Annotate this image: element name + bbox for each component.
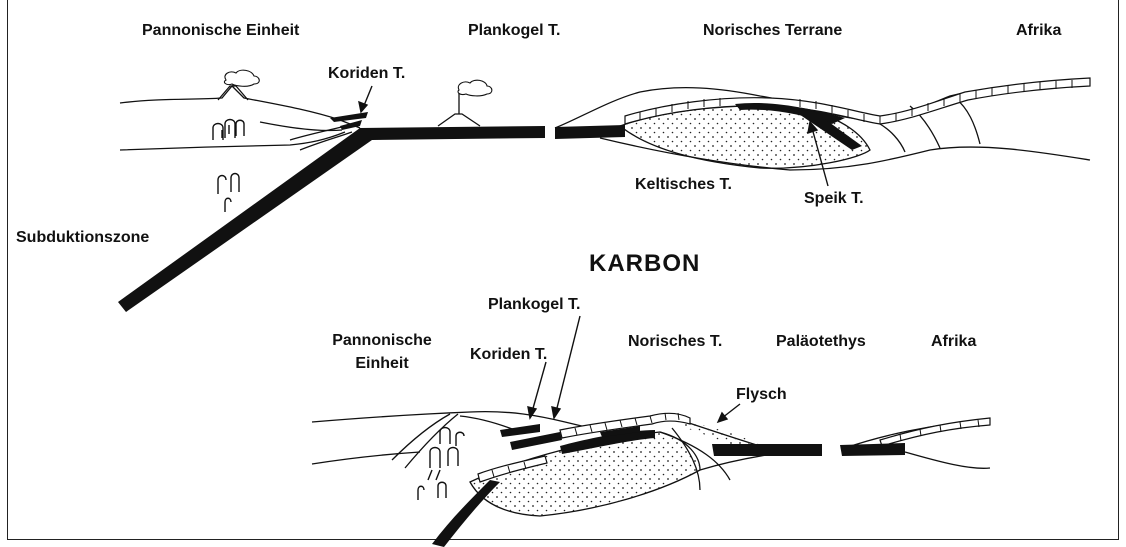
oceanic-plate-bottom-right <box>840 443 905 456</box>
afrika-base-bottom <box>905 452 990 468</box>
norisches-structure-line <box>955 98 980 144</box>
oceanic-plate-right <box>555 125 625 139</box>
label-arrows-bottom <box>528 316 740 422</box>
koriden-sliver-bottom <box>500 424 540 437</box>
pannonian-surface-line <box>120 86 360 128</box>
label-koriden-top: Koriden T. <box>328 66 405 82</box>
top-section <box>120 78 1090 170</box>
label-afrika-top: Afrika <box>1016 23 1061 39</box>
koriden-sliver <box>330 112 368 122</box>
section-title-karbon: KARBON <box>589 252 700 276</box>
label-norisches-bottom: Norisches T. <box>628 334 722 350</box>
label-afrika-bottom: Afrika <box>931 334 976 350</box>
flysch-fill <box>680 420 762 448</box>
label-plankogel-top: Plankogel T. <box>468 23 560 39</box>
label-pannonische-bottom: Pannonische Einheit <box>312 333 452 372</box>
label-subduktionszone: Subduktionszone <box>16 230 149 246</box>
volcano-smoke <box>458 80 492 96</box>
oceanic-plate-bottom <box>712 444 822 456</box>
pluton-symbols-top <box>213 120 244 213</box>
label-keltisches: Keltisches T. <box>635 177 732 193</box>
subducting-slab <box>118 126 545 312</box>
label-flysch: Flysch <box>736 387 787 403</box>
volcano-smoke <box>224 70 259 86</box>
subducting-slab-bottom <box>432 480 500 547</box>
label-koriden-bottom: Koriden T. <box>470 347 547 363</box>
volcano-cone <box>438 114 480 126</box>
label-pannonische-einheit: Pannonische Einheit <box>142 23 299 39</box>
pluton-symbols-bottom <box>418 428 464 501</box>
label-pannonische-line2: Einheit <box>312 356 452 372</box>
brick-cover-afrika <box>880 418 990 446</box>
label-palaeotethys: Paläotethys <box>776 334 866 350</box>
label-speik: Speik T. <box>804 191 864 207</box>
bottom-base <box>312 452 420 464</box>
label-plankogel-bottom: Plankogel T. <box>488 297 580 313</box>
label-pannonische-line1: Pannonische <box>312 333 452 349</box>
label-norisches-terrane: Norisches Terrane <box>703 23 842 39</box>
norisches-structure-line <box>880 124 905 152</box>
